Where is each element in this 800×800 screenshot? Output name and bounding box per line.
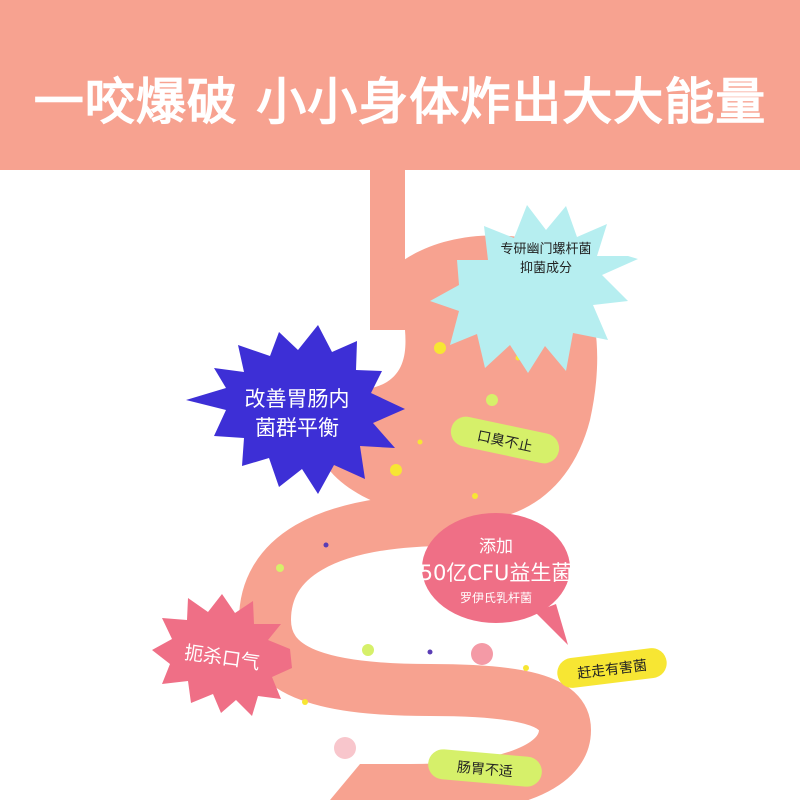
intestine: [239, 494, 591, 800]
dot-yellow: [523, 665, 529, 671]
dot-pink: [471, 643, 493, 665]
tag-discomfort: 肠胃不适: [428, 749, 542, 787]
dot-yellow: [302, 699, 308, 705]
dot-purple: [427, 649, 433, 655]
starburst-icon: [152, 594, 292, 716]
banner-title: 一咬爆破 小小身体炸出大大能量: [33, 73, 767, 131]
starburst-icon: [430, 205, 638, 373]
intestine-exit: [330, 764, 420, 800]
callout-line1: 添加: [479, 537, 513, 557]
speech-bubble-icon: [535, 604, 568, 645]
tag-bad-breath: 口臭不止: [450, 416, 560, 464]
dot-green: [362, 644, 374, 656]
dot-yellow: [434, 342, 446, 354]
tag-remove-bacteria: 赶走有害菌: [557, 648, 667, 688]
callout-line3: 罗伊氏乳杆菌: [460, 591, 532, 605]
speech-bubble-icon: [422, 513, 570, 623]
tag-discomfort-text: 肠胃不适: [456, 760, 513, 781]
starburst-icon: [186, 325, 405, 494]
callout-probiotic: 添加 50亿CFU益生菌 罗伊氏乳杆菌: [420, 513, 573, 645]
dot-yellow: [472, 493, 478, 499]
callout-line2: 50亿CFU益生菌: [420, 561, 573, 585]
dot-pink: [334, 737, 356, 759]
dot-yellow: [417, 439, 423, 445]
dot-green: [276, 564, 284, 572]
dot-green: [486, 394, 498, 406]
dot-yellow: [390, 464, 402, 476]
starburst-research: 专研幽门螺杆菌 抑菌成分: [430, 205, 638, 373]
burst-research-line1: 专研幽门螺杆菌: [500, 242, 591, 257]
burst-research-line2: 抑菌成分: [520, 261, 572, 276]
burst-balance-line1: 改善胃肠内: [245, 387, 350, 411]
header-banner: 一咬爆破 小小身体炸出大大能量: [0, 0, 800, 170]
starburst-breath: 扼杀口气: [152, 594, 292, 716]
burst-balance-line2: 菌群平衡: [255, 416, 339, 440]
starburst-balance: 改善胃肠内 菌群平衡: [186, 325, 405, 494]
dot-purple: [323, 542, 329, 548]
